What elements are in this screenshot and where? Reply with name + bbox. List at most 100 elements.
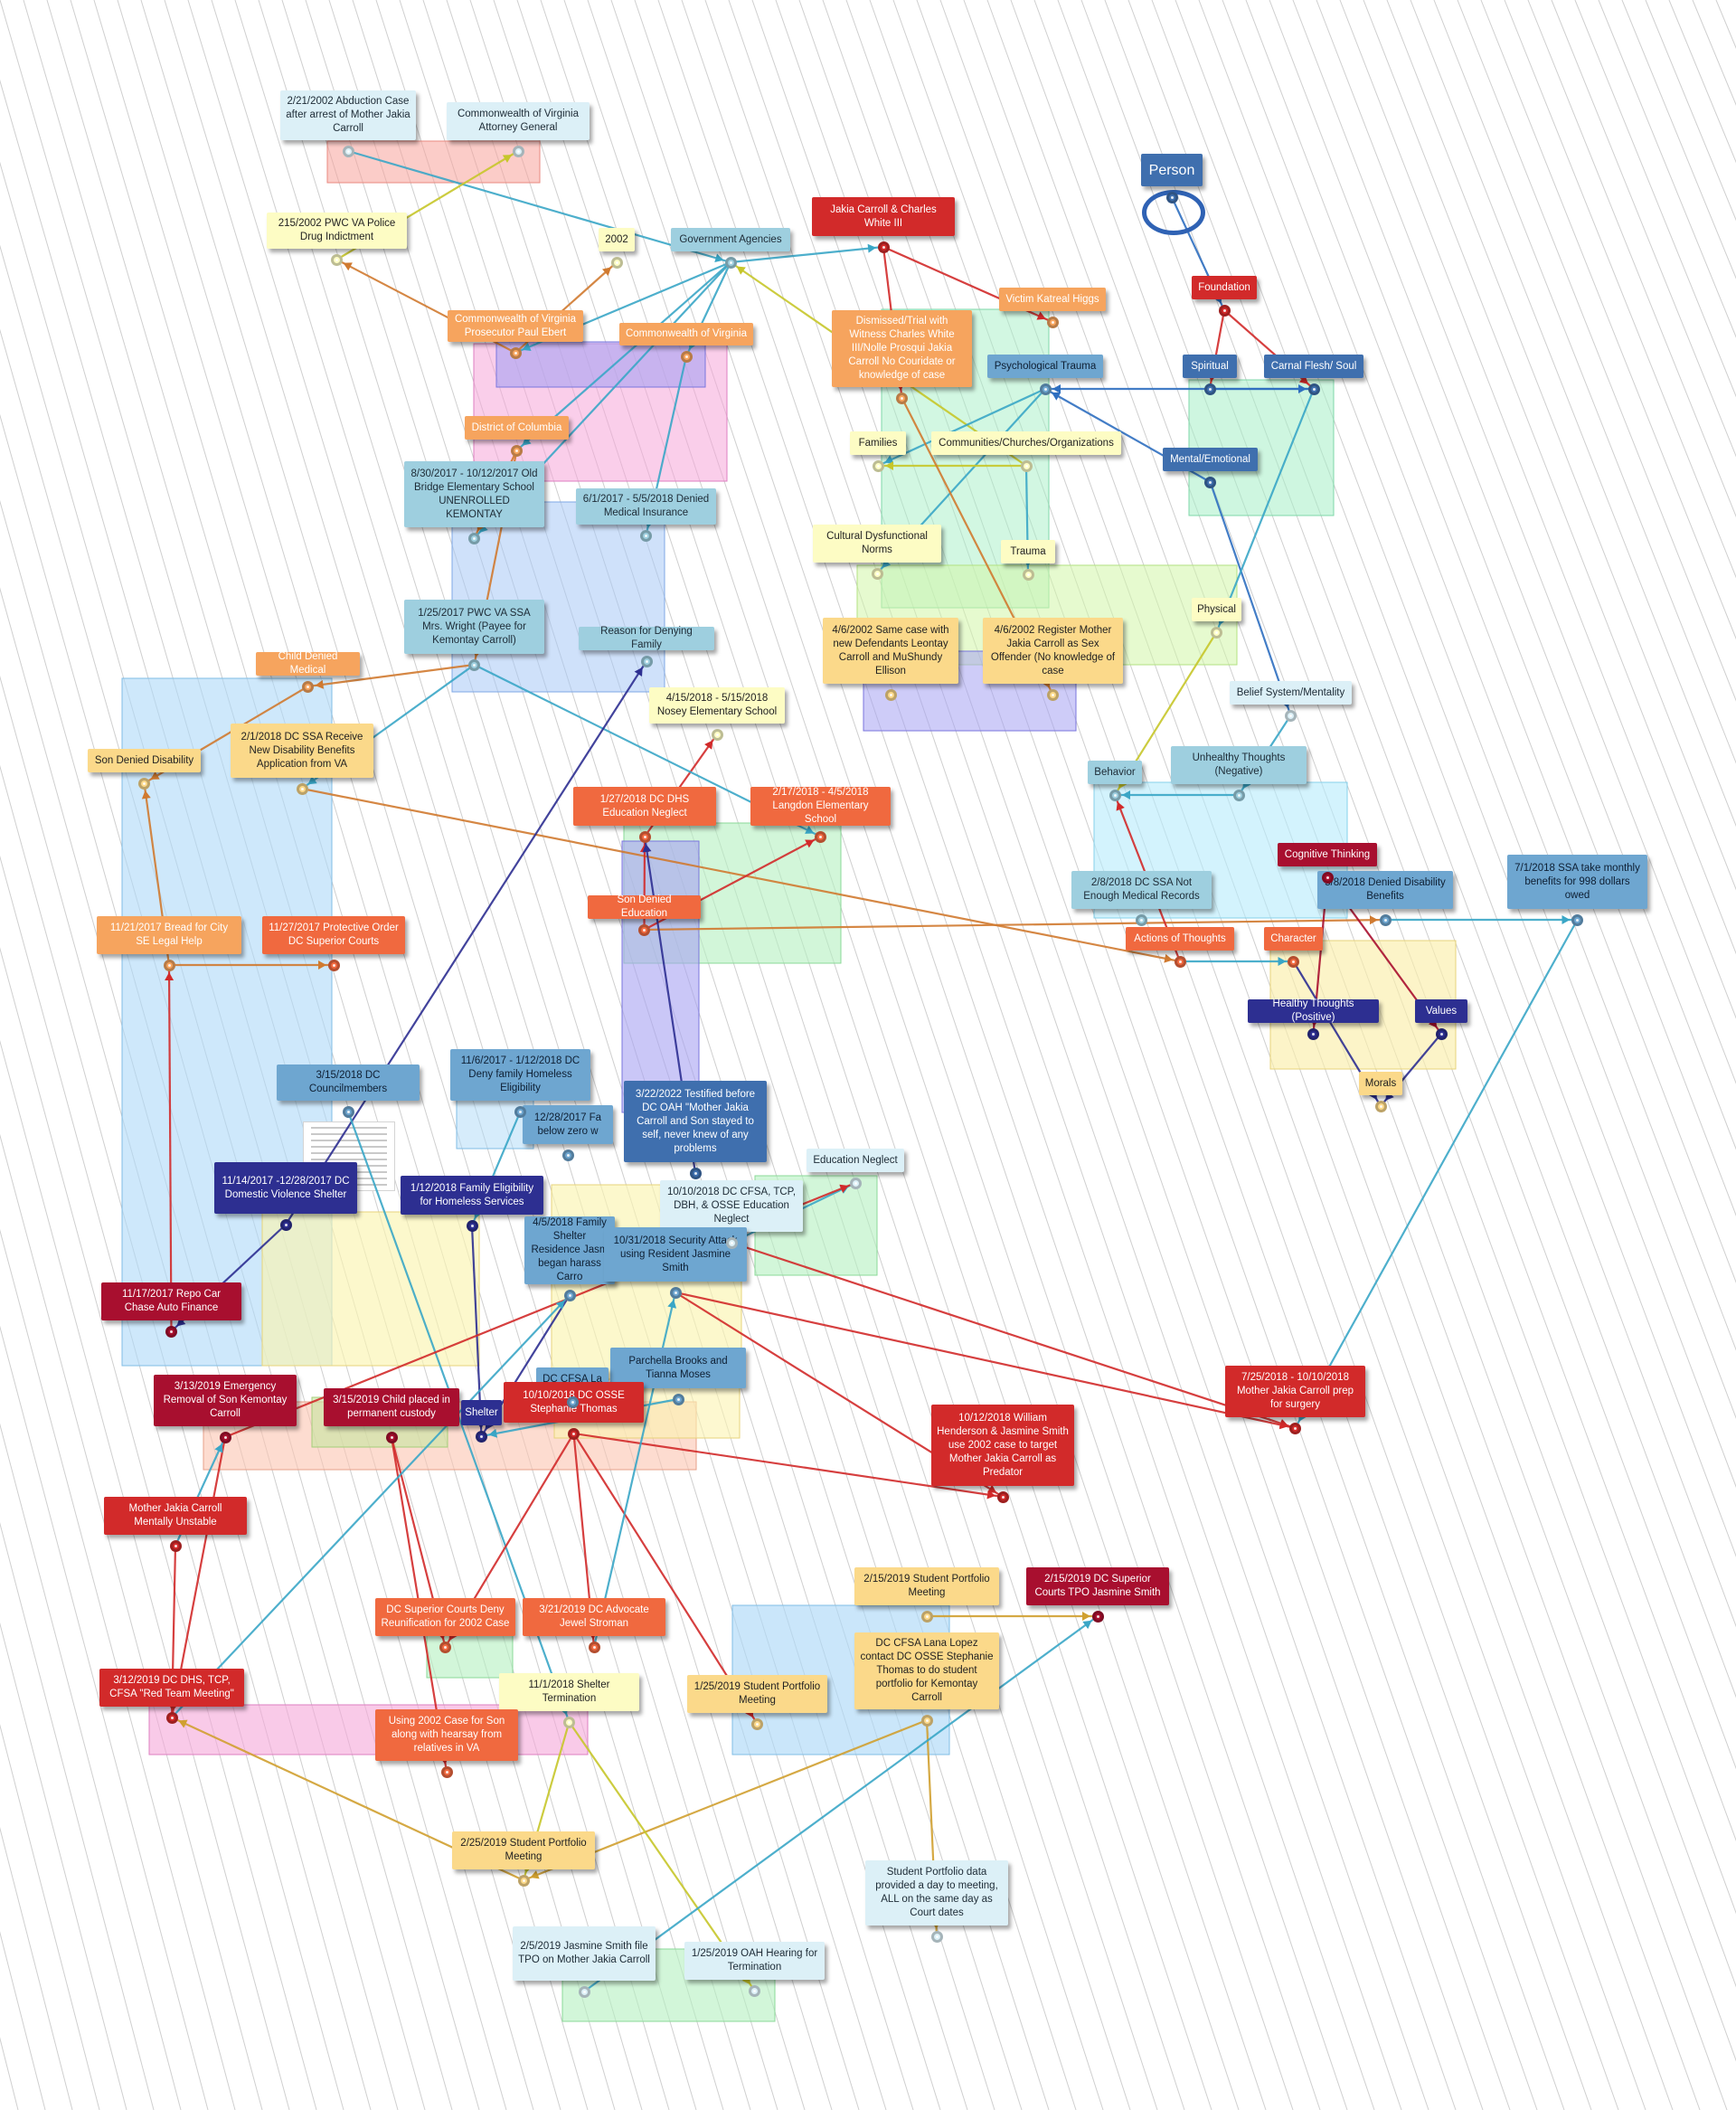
node-deny-reunification[interactable]: DC Superior Courts Deny Reunification fo… [375,1598,515,1636]
node-anchor-dot[interactable] [219,1431,231,1443]
node-anchor-dot[interactable] [511,444,523,457]
node-anchor-dot[interactable] [566,1396,579,1408]
node-actions-of-thoughts[interactable]: Actions of Thoughts [1126,927,1234,951]
node-portfolio-meeting-0215[interactable]: 2/15/2019 Student Portfolio Meeting [854,1567,999,1605]
node-unhealthy-thoughts[interactable]: Unhealthy Thoughts (Negative) [1171,746,1307,784]
node-anchor-dot[interactable] [920,1714,933,1727]
node-trauma[interactable]: Trauma [1001,540,1055,563]
node-anchor-dot[interactable] [920,1610,933,1623]
node-child-denied-medical[interactable]: Child Denied Medical [256,651,360,676]
node-anchor-dot[interactable] [1174,955,1186,968]
node-psychological-trauma[interactable]: Psychological Trauma [987,355,1103,378]
node-anchor-dot[interactable] [563,1289,576,1301]
node-values[interactable]: Values [1415,999,1467,1023]
node-oah-hearing[interactable]: 1/25/2019 OAH Hearing for Termination [684,1942,825,1980]
node-jasmine-smith-tpo[interactable]: 2/5/2019 Jasmine Smith file TPO on Mothe… [513,1926,656,1981]
node-anchor-dot[interactable] [342,145,354,157]
node-ssa-monthly-benefits[interactable]: 7/1/2018 SSA take monthly benefits for 9… [1507,855,1647,909]
node-anchor-dot[interactable] [1374,1100,1387,1112]
node-anchor-dot[interactable] [872,459,884,472]
node-anchor-dot[interactable] [512,145,524,157]
node-anchor-dot[interactable] [163,959,175,971]
node-anchor-dot[interactable] [672,1393,684,1405]
node-dhs-education-neglect[interactable]: 1/27/2018 DC DHS Education Neglect [573,787,716,826]
node-portfolio-meeting-0125[interactable]: 1/25/2019 Student Portfolio Meeting [687,1675,827,1713]
node-domestic-violence-shelter[interactable]: 11/14/2017 -12/28/2017 DC Domestic Viole… [214,1162,357,1214]
node-anchor-dot[interactable] [1307,1027,1319,1040]
node-anchor-dot[interactable] [1571,913,1583,926]
node-dismissed-trial[interactable]: Dismissed/Trial with Witness Charles Whi… [832,310,972,387]
node-communities[interactable]: Communities/Churches/Organizations [931,431,1121,455]
node-son-denied-education[interactable]: Son Denied Education [588,894,701,919]
node-pwc-va-ssa[interactable]: 1/25/2017 PWC VA SSA Mrs. Wright (Payee … [404,600,544,654]
node-anchor-dot[interactable] [1204,476,1216,488]
node-shelter-termination[interactable]: 11/1/2018 Shelter Termination [499,1673,639,1711]
node-anchor-dot[interactable] [1211,626,1222,639]
node-anchor-dot[interactable] [1022,568,1034,581]
node-anchor-dot[interactable] [1218,304,1231,317]
node-jakia-charles[interactable]: Jakia Carroll & Charles White III [812,197,955,236]
node-superior-courts-tpo[interactable]: 2/15/2019 DC Superior Courts TPO Jasmine… [1026,1567,1169,1605]
node-anchor-dot[interactable] [509,346,522,359]
node-anchor-dot[interactable] [724,256,737,269]
node-anchor-dot[interactable] [1289,1422,1301,1434]
node-deny-homeless-eligibility[interactable]: 11/6/2017 - 1/12/2018 DC Deny family Hom… [450,1049,590,1101]
node-anchor-dot[interactable] [1091,1610,1104,1623]
node-anchor-dot[interactable] [689,1167,702,1179]
node-anchor-dot[interactable] [468,532,480,544]
node-anchor-dot[interactable] [468,658,480,671]
node-anchor-dot[interactable] [1285,709,1297,722]
node-anchor-dot[interactable] [1047,688,1059,701]
node-portfolio-data[interactable]: Student Portfolio data provided a day to… [865,1860,1008,1925]
node-prep-for-surgery[interactable]: 7/25/2018 - 10/10/2018 Mother Jakia Carr… [1225,1366,1365,1417]
node-anchor-dot[interactable] [466,1219,478,1232]
node-anchor-dot[interactable] [476,1430,487,1443]
node-register-sex-offender[interactable]: 4/6/2002 Register Mother Jakia Carroll a… [983,618,1123,684]
node-anchor-dot[interactable] [514,1105,526,1118]
node-anchor-dot[interactable] [1046,316,1059,328]
node-cultural-norms[interactable]: Cultural Dysfunctional Norms [813,525,941,563]
node-emergency-removal[interactable]: 3/13/2019 Emergency Removal of Son Kemon… [154,1375,297,1426]
node-anchor-dot[interactable] [1136,913,1147,926]
node-dc-advocate[interactable]: 3/21/2019 DC Advocate Jewel Stroman [523,1598,665,1636]
node-belief-system[interactable]: Belief System/Mentality [1230,681,1352,705]
node-healthy-thoughts[interactable]: Healthy Thoughts (Positive) [1248,998,1379,1023]
node-anchor-dot[interactable] [439,1641,451,1653]
node-morals[interactable]: Morals [1359,1072,1402,1095]
node-below-zero[interactable]: 12/28/2017 Fa below zero w [523,1105,613,1144]
node-anchor-dot[interactable] [1435,1027,1448,1040]
node-anchor-dot[interactable] [1288,955,1299,968]
node-permanent-custody[interactable]: 3/15/2019 Child placed in permanent cust… [324,1388,459,1426]
node-anchor-dot[interactable] [638,830,651,843]
node-anchor-dot[interactable] [302,680,314,693]
node-anchor-dot[interactable] [711,728,723,741]
node-spiritual[interactable]: Spiritual [1183,355,1237,378]
node-old-bridge-elementary[interactable]: 8/30/2017 - 10/12/2017 Old Bridge Elemen… [404,461,544,527]
node-anchor-dot[interactable] [896,392,908,404]
node-family-eligibility[interactable]: 1/12/2018 Family Eligibility for Homeles… [401,1176,543,1215]
node-anchor-dot[interactable] [138,777,150,790]
node-portfolio-meeting-0225[interactable]: 2/25/2019 Student Portfolio Meeting [452,1831,595,1869]
node-carnal-flesh-soul[interactable]: Carnal Flesh/ Soul [1264,355,1363,378]
node-anchor-dot[interactable] [1165,191,1178,203]
node-anchor-dot[interactable] [327,959,340,971]
node-families[interactable]: Families [850,431,906,455]
node-victim[interactable]: Victim Katreal Higgs [999,288,1106,311]
node-government-agencies[interactable]: Government Agencies [671,228,790,251]
node-red-team-meeting[interactable]: 3/12/2019 DC DHS, TCP, CFSA "Red Team Me… [99,1669,244,1707]
node-cfsa-tcp-education-neglect[interactable]: 10/10/2018 DC CFSA, TCP, DBH, & OSSE Edu… [660,1180,803,1232]
node-using-2002-case[interactable]: Using 2002 Case for Son along with hears… [375,1709,518,1761]
node-anchor-dot[interactable] [331,253,343,266]
node-ssa-not-enough-records[interactable]: 2/8/2018 DC SSA Not Enough Medical Recor… [1071,871,1212,909]
node-langdon-elementary[interactable]: 2/17/2018 - 4/5/2018 Langdon Elementary … [750,787,891,826]
node-anchor-dot[interactable] [640,655,653,667]
node-dc-ssa-receive[interactable]: 2/1/2018 DC SSA Receive New Disability B… [231,724,373,778]
node-anchor-dot[interactable] [1109,789,1121,801]
node-anchor-dot[interactable] [517,1874,530,1887]
node-bread-for-city[interactable]: 11/21/2017 Bread for City SE Legal Help [97,916,241,954]
node-anchor-dot[interactable] [385,1431,398,1443]
node-osse-stephanie-thomas[interactable]: 10/10/2018 DC OSSE Stephanie Thomas [504,1382,644,1423]
node-anchor-dot[interactable] [440,1765,453,1778]
node-anchor-dot[interactable] [169,1539,182,1552]
